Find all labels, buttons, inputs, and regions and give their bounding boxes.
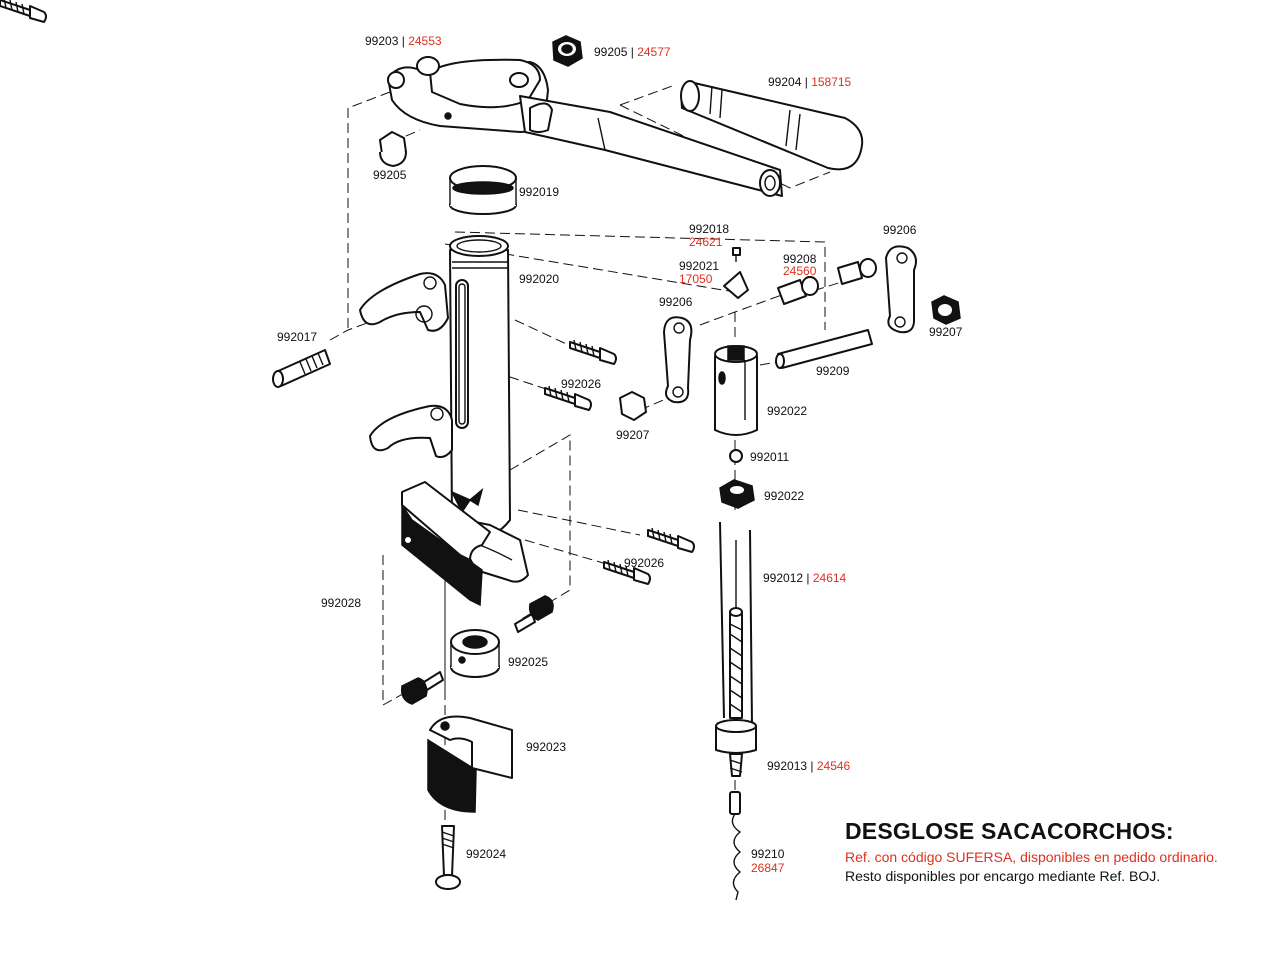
part-992028-clamp-block (401, 481, 491, 607)
label-99205-top: 99205 | 24577 (594, 45, 671, 59)
label-992026-lower: 992026 (624, 556, 664, 570)
part-992020-body (359, 235, 529, 583)
part-992012-guide-rods (719, 521, 753, 727)
label-99208-ref: 24560 (783, 264, 817, 278)
label-99204: 99204 | 158715 (768, 75, 852, 89)
label-99207-right: 99207 (929, 325, 963, 339)
label-992017: 992017 (277, 330, 317, 344)
part-992021-clip (723, 271, 749, 299)
legend-title: DESGLOSE SACACORCHOS: (845, 818, 1174, 844)
legend-box: DESGLOSE SACACORCHOS: Ref. con código SU… (845, 818, 1275, 884)
label-99206-left: 99206 (659, 295, 693, 309)
part-992026-screws (0, 0, 695, 585)
part-99210-worm (729, 791, 742, 901)
label-99209: 99209 (816, 364, 850, 378)
label-99203: 99203 | 24553 (365, 34, 442, 48)
label-99210: 99210 (751, 847, 785, 861)
label-992024: 992024 (466, 847, 506, 861)
part-992013-collar (715, 719, 757, 777)
part-99205-cap-nut (379, 131, 407, 167)
label-992021: 992021 (679, 259, 719, 273)
part-992018-screw-small (732, 247, 741, 262)
label-99205-cap: 99205 (373, 168, 407, 182)
part-992024-bolt (435, 825, 461, 890)
label-992018: 992018 (689, 222, 729, 236)
label-992028: 992028 (321, 596, 361, 610)
label-99208: 99208 (783, 252, 817, 266)
part-992025-thumbscrew-ring (400, 595, 554, 705)
part-99206-link-left (663, 316, 693, 404)
label-992022-nut: 992022 (764, 489, 804, 503)
part-992022-block (714, 345, 758, 436)
label-992021-ref: 17050 (679, 272, 713, 286)
part-99207-cap-nut-left (619, 391, 647, 421)
label-992026-upper: 992026 (561, 377, 601, 391)
legend-boj-note: Resto disponibles por encargo mediante R… (845, 868, 1161, 884)
legend-sufersa-note: Ref. con código SUFERSA, disponibles en … (845, 849, 1218, 865)
part-99208-pin (777, 258, 877, 305)
label-992018-ref: 24621 (689, 235, 723, 249)
part-992017-pin (272, 349, 331, 388)
label-992025: 992025 (508, 655, 548, 669)
label-992011: 992011 (750, 450, 789, 464)
label-992023: 992023 (526, 740, 566, 754)
part-99209-pin (775, 329, 873, 369)
label-99206-right: 99206 (883, 223, 917, 237)
part-992011-ball (729, 449, 743, 463)
label-992019: 992019 (519, 185, 559, 199)
part-labels: 99203 | 24553 99205 | 24577 99204 | 1587… (277, 34, 963, 875)
part-99205-nut-top (552, 35, 583, 67)
label-992020: 992020 (519, 272, 559, 286)
label-992012: 992012 | 24614 (763, 571, 847, 585)
part-99206-link-right (885, 245, 917, 334)
label-99207-left: 99207 (616, 428, 650, 442)
part-992019-cap (449, 165, 517, 215)
part-992022-nut (719, 479, 755, 509)
part-99204-handle-grip (680, 80, 864, 171)
label-992022-block: 992022 (767, 404, 807, 418)
label-992013: 992013 | 24546 (767, 759, 851, 773)
part-lever-tube (519, 95, 783, 197)
label-99210-ref: 26847 (751, 861, 785, 875)
part-992023-jaw (427, 715, 513, 813)
part-99207-nut-right (931, 295, 961, 325)
part-99203-lever-frame (387, 56, 549, 133)
